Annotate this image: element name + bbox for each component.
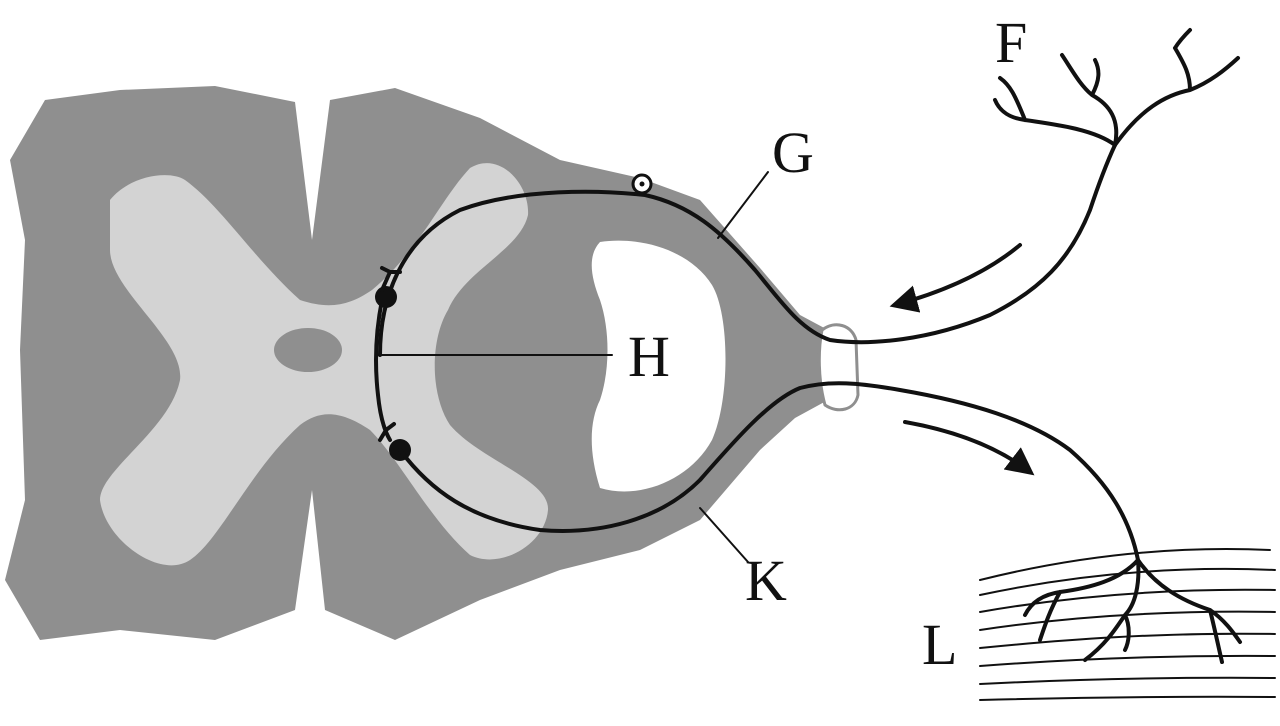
ganglion-region [591,240,726,492]
label-K: K [745,548,787,613]
synapse-fork-bottom [378,422,396,442]
label-F: F [995,10,1027,75]
interneuron-synapse-top [375,286,397,308]
efferent-arrow [903,420,1035,476]
label-G: G [772,120,814,185]
motor-neuron-path [398,381,1140,562]
sensory-cell-nucleus [639,181,645,187]
muscle-fibers [979,548,1276,701]
label-H: H [628,324,670,389]
central-canal [274,328,342,372]
leader-G [717,171,769,239]
spinal-nerve-junction [817,323,860,412]
afferent-arrow [889,243,1022,313]
label-L: L [922,612,957,677]
leader-K [699,507,749,563]
synapse-fork-top [380,266,402,292]
sensory-neuron-path [378,143,1117,357]
interneuron-path [373,298,392,442]
sensory-receptor-branches [993,28,1240,147]
